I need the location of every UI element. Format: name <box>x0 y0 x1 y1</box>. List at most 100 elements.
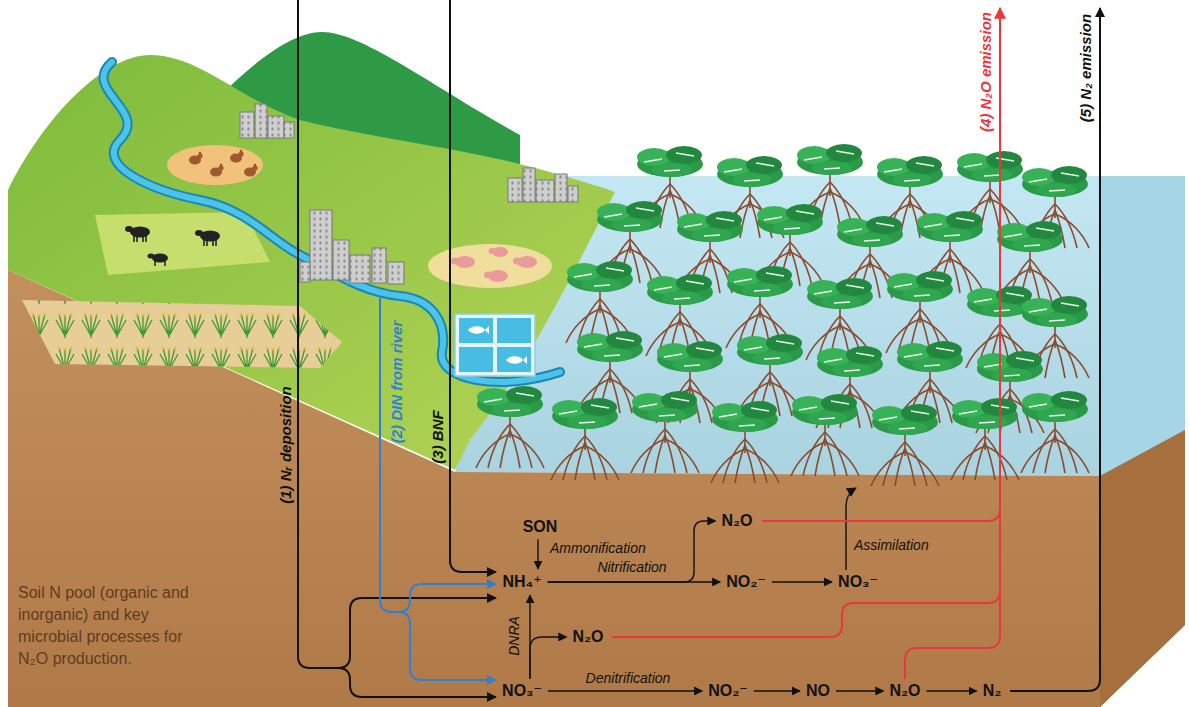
chickens <box>230 150 244 163</box>
mangrove-forest <box>631 391 699 473</box>
species-node: NO₂⁻ <box>724 572 768 592</box>
aquaculture-ponds <box>497 318 531 343</box>
pigs <box>484 270 508 282</box>
soil-block <box>8 270 1185 707</box>
n2o-emission-lines <box>612 591 1000 637</box>
species-node: N₂O <box>719 511 754 531</box>
mangrove-forest <box>791 394 859 476</box>
chickens <box>189 152 203 165</box>
mangrove-forest <box>476 144 1089 486</box>
cities <box>240 112 254 138</box>
bnf-input-line <box>450 0 496 572</box>
process-label: DNRA <box>506 616 522 656</box>
soil-block <box>8 270 1185 707</box>
mangrove-forest <box>951 398 1019 480</box>
aquaculture-ponds <box>468 326 489 334</box>
cities <box>300 262 310 282</box>
cattle <box>155 261 165 266</box>
emission-label: (5) N₂ emission <box>1077 14 1094 122</box>
cities <box>523 168 535 202</box>
process-arrow <box>772 581 832 582</box>
species-text: N₂O <box>889 682 920 699</box>
aquaculture-ponds <box>455 314 535 376</box>
species-text: N₂O <box>721 512 752 529</box>
cattle <box>125 226 220 266</box>
species-node: NO₃⁻ <box>500 681 544 701</box>
cities <box>568 186 578 202</box>
river <box>103 62 560 382</box>
land-surface <box>8 55 615 470</box>
river-input-lines <box>380 298 496 612</box>
process-arrow <box>754 690 800 691</box>
species-node: SON <box>521 517 560 537</box>
deposition-input-lines <box>298 0 496 697</box>
cities <box>333 240 349 280</box>
deposition-input-lines <box>298 0 496 668</box>
cattle <box>148 254 169 267</box>
cattle <box>130 227 150 238</box>
chickens <box>220 164 223 167</box>
emission-label: (4) N₂O emission <box>977 12 994 132</box>
process-arrow <box>530 637 566 679</box>
cities <box>240 104 578 284</box>
process-label: Ammonification <box>550 540 646 556</box>
mangrove-forest <box>1021 391 1089 473</box>
input-flux-label: (1) Nᵣ deposition <box>277 386 294 504</box>
chickens <box>199 152 202 155</box>
pigs <box>489 248 496 254</box>
chickens <box>240 150 243 153</box>
mangrove-forest <box>711 401 779 483</box>
cities <box>508 178 522 202</box>
chickens <box>244 164 258 177</box>
species-node: NH₄⁺ <box>500 572 543 592</box>
species-text: N₂O <box>572 628 603 645</box>
n2o-emission-lines <box>612 8 1000 679</box>
aquaculture-ponds <box>459 318 493 343</box>
n2o-emission-lines <box>762 509 1000 521</box>
pigs <box>513 256 537 268</box>
n2-emission-line <box>1010 8 1100 691</box>
process-label: Assimilation <box>854 537 929 553</box>
species-text: NO₂⁻ <box>726 573 766 590</box>
cattle <box>125 226 133 232</box>
process-arrow <box>537 539 538 569</box>
process-label: Nitrification <box>597 559 666 575</box>
chickens <box>254 164 257 167</box>
cities <box>388 262 404 284</box>
cities <box>310 210 332 280</box>
species-node: NO <box>804 681 832 701</box>
cities <box>536 180 554 202</box>
species-text: NO₃⁻ <box>838 573 878 590</box>
process-label: Denitrification <box>586 670 671 686</box>
input-flux-label: (2) DIN from river <box>388 321 405 444</box>
assimilation-arrow <box>846 488 856 570</box>
species-node: N₂O <box>570 627 605 647</box>
farmland <box>428 244 552 288</box>
n2-emission-line <box>1010 8 1100 691</box>
cattle <box>195 230 203 236</box>
deposition-input-lines <box>338 668 496 697</box>
cattle <box>134 236 146 242</box>
cattle <box>125 226 150 242</box>
cities <box>268 116 284 138</box>
bnf-input-line <box>450 0 496 572</box>
pigs <box>451 258 459 265</box>
pigs <box>489 247 509 257</box>
n2o-emission-lines <box>905 8 1000 679</box>
farmland <box>22 300 342 368</box>
cities <box>255 104 267 138</box>
pigs <box>484 272 492 279</box>
aquaculture-ponds <box>497 347 531 372</box>
process-arrow <box>548 521 716 582</box>
aquaculture-ponds <box>459 347 493 372</box>
species-text: NO <box>806 682 830 699</box>
species-node: NO₃⁻ <box>836 572 880 592</box>
pigs <box>513 258 521 265</box>
cattle <box>195 230 220 246</box>
cattle <box>148 254 155 259</box>
cities <box>555 174 567 202</box>
species-text: NO₂⁻ <box>708 682 748 699</box>
species-text: SON <box>523 518 558 535</box>
cities <box>350 255 370 283</box>
